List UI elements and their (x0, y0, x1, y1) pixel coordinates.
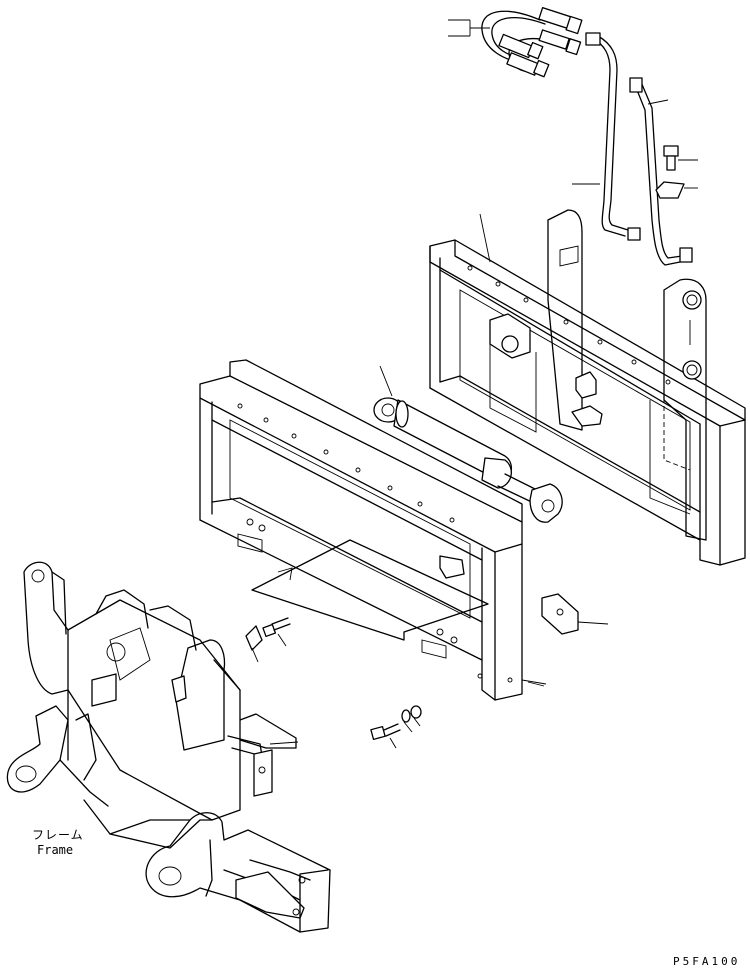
leader-line (527, 681, 545, 687)
hose-fitting (498, 7, 583, 78)
bolt-and-washers (370, 705, 422, 749)
fork-carriage-front-frame (199, 359, 547, 701)
fork-carriage-back-frame (429, 209, 746, 566)
truck-frame (6, 561, 331, 933)
frame-holes (237, 403, 455, 523)
drawing-code-label: P5FA100 (673, 955, 741, 968)
frame-label-japanese: フレーム (32, 828, 84, 842)
slide-plate (251, 539, 489, 641)
clip-and-bolt (245, 617, 291, 663)
wear-pad (541, 593, 609, 635)
frame-label-english: Frame (37, 843, 74, 857)
frame-holes (467, 265, 671, 385)
side-shift-cylinder (373, 365, 563, 523)
hose-clamp-bolt (655, 145, 698, 199)
hydraulic-hose-assembly (448, 7, 693, 266)
